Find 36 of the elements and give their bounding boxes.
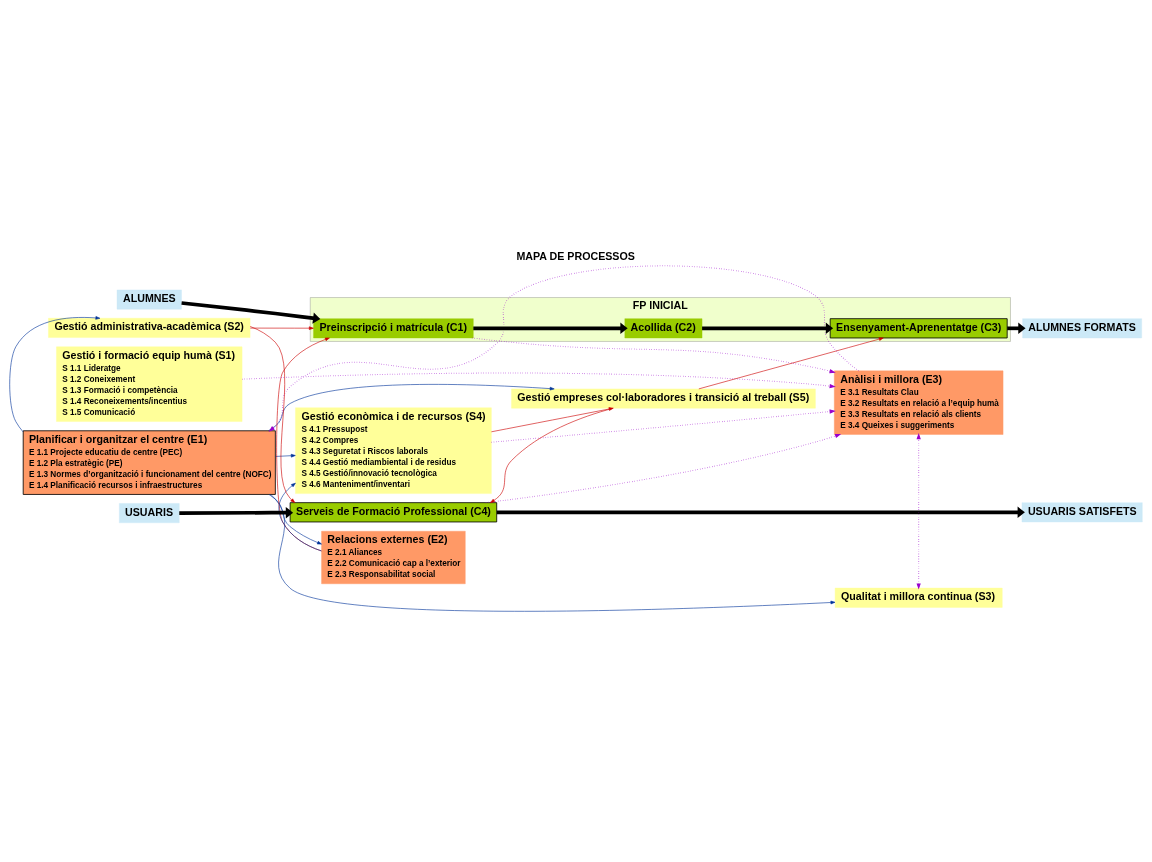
arrow: [491, 407, 614, 433]
arrow: [278, 482, 322, 552]
arrow: [490, 407, 614, 503]
node-box: Gestió econòmica i de recursos (S4) S 4.1 Pressupost S 4.2 Compres S 4.3 Seguretat i Riscos laborals S 4.4 Gestió mediambiental i de residus S 4.5 Gestió/innovació tecnològica S 4.6 Manteniment/inventari: [295, 407, 492, 494]
arrow: [473, 322, 628, 335]
node-box: Relacions externes (E2) E 2.1 Aliances E 2.2 Comunicació cap a l’exterior E 2.3 Responsabilitat social: [321, 531, 466, 584]
arrow: [275, 453, 296, 458]
arrow: [181, 301, 321, 324]
node-box: USUARIS SATISFETS: [1021, 502, 1143, 523]
arrow: [485, 433, 842, 504]
arrow: [268, 265, 860, 432]
arrow: [270, 494, 836, 612]
node-box: Planificar i organitzar el centre (E1) E 1.1 Projecte educatiu de centre (PEC) E 1.2 Pla estratègic (PE) E 1.3 Normes d’organització i funcionament del centre (NOFC) E 1.4 Planificació recursos i infraestructures: [22, 430, 276, 495]
arrow: [249, 326, 296, 503]
arrow: [496, 506, 1025, 519]
diagram-title: MAPA DE PROCESSOS: [516, 250, 635, 263]
arrow: [268, 384, 555, 432]
arrow: [9, 316, 101, 433]
arrow: [490, 409, 836, 443]
arrow: [179, 506, 294, 519]
node-box: Anàlisi i millora (E3) E 3.1 Resultats Clau E 3.2 Resultats en relació a l’equip humà E 3.3 Resultats en relació als clients E 3.4 Queixes i suggeriments: [834, 370, 1004, 435]
arrow: [471, 337, 836, 374]
node-box: Gestió i formació equip humà (S1) S 1.1 Lideratge S 1.2 Coneixement S 1.3 Formació i competència S 1.4 Reconeixements/incentius S 1.5 Comunicació: [56, 346, 243, 422]
node-box: ALUMNES: [116, 289, 182, 310]
arrow: [698, 337, 884, 390]
node-box: USUARIS: [119, 503, 180, 523]
node-box: ALUMNES FORMATS: [1022, 318, 1142, 339]
arrow: [1007, 322, 1026, 335]
node-box: Qualitat i millora continua (S3): [834, 587, 1003, 608]
arrow: [249, 326, 314, 330]
arrow: [916, 432, 921, 590]
node-box: Acollida (C2): [624, 318, 703, 339]
arrow: [241, 372, 836, 389]
arrow: [268, 494, 322, 545]
arrow: [702, 322, 834, 335]
node-box: Serveis de Formació Professional (C4): [289, 502, 498, 523]
